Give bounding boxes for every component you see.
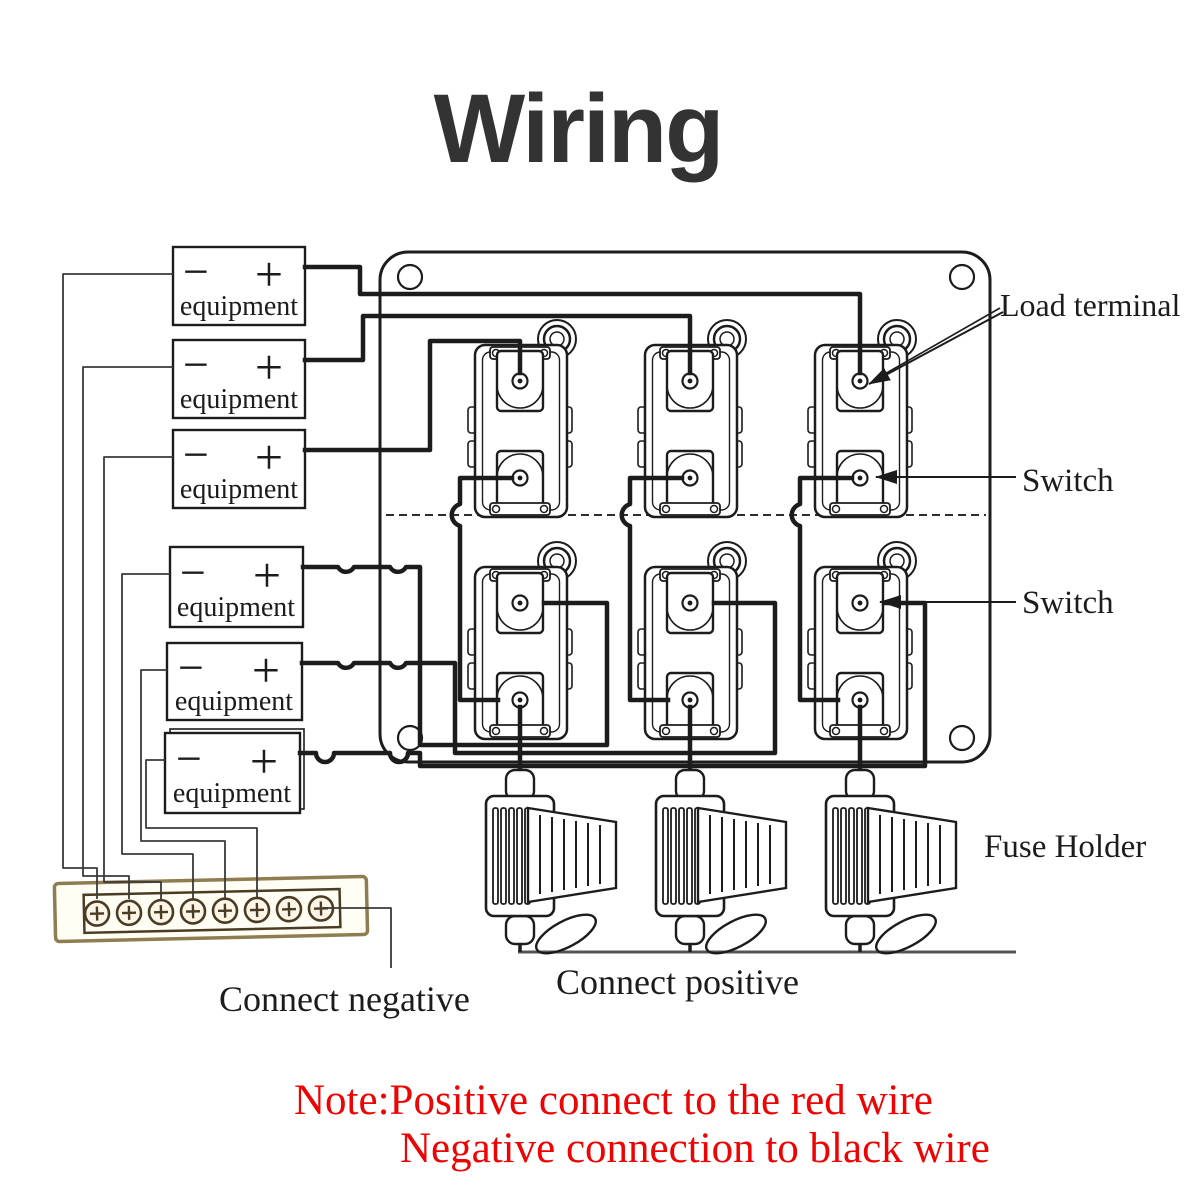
fuse-holder-label: Fuse Holder <box>984 829 1146 865</box>
wire-negative-5 <box>140 669 226 899</box>
minus-terminal-label: − <box>183 429 209 480</box>
equipment-box-outline <box>165 641 304 722</box>
switch-link-wires <box>449 475 863 773</box>
bus-screw-7 <box>275 895 303 923</box>
bus-screw-2 <box>115 899 143 927</box>
bus-screw-1 <box>83 900 111 928</box>
switch-upper-label: Switch <box>1022 463 1114 499</box>
equipment-label: equipment <box>180 384 298 415</box>
equipment-label: equipment <box>177 592 295 623</box>
load-terminal-leader <box>868 311 1004 385</box>
load-terminal-label: Load terminal <box>1000 287 1180 323</box>
wire-negative-4 <box>121 573 194 899</box>
leader-lines <box>323 307 1016 968</box>
page-title: Wiring <box>434 74 723 183</box>
equipment-label: equipment <box>175 686 293 717</box>
plus-terminal-label: + <box>252 642 280 698</box>
connect-negative-label: Connect negative <box>219 979 470 1019</box>
panel-mount-hole <box>948 263 976 291</box>
equipment-box-outline <box>171 338 307 420</box>
equipment-label: equipment <box>173 778 291 809</box>
equipment-box-outline <box>163 731 302 815</box>
panel-mount-hole <box>396 263 424 291</box>
plus-terminal-label: + <box>253 547 281 603</box>
minus-terminal-label: − <box>178 642 204 693</box>
bus-screw-5 <box>211 897 239 925</box>
wire-positive-6 <box>297 600 928 769</box>
wire-positive-5 <box>299 600 778 756</box>
equipment-label: equipment <box>180 291 298 322</box>
equipment-box-4: − + equipment <box>168 545 305 629</box>
equipment-box-6: − + equipment <box>163 728 305 815</box>
equipment-box-outline <box>171 245 307 327</box>
minus-terminal-label: − <box>180 547 206 598</box>
wire-positive-4 <box>300 564 610 748</box>
wire-positive-2 <box>302 313 693 376</box>
wire-positive-3 <box>302 338 523 453</box>
equipment-label: equipment <box>180 474 298 505</box>
fuse-holder-1 <box>484 768 618 963</box>
equipment-box-2: − + equipment <box>171 338 307 420</box>
equipment-box-5: − + equipment <box>165 641 304 722</box>
bus-screw-3 <box>147 898 175 926</box>
link-wire-column-2 <box>619 475 685 703</box>
equipment-box-3: − + equipment <box>171 428 307 510</box>
wire-negative-6 <box>145 759 258 899</box>
fuse-holder-3 <box>824 768 958 963</box>
note-line-2: Negative connection to black wire <box>400 1125 990 1172</box>
plus-terminal-label: + <box>255 429 283 485</box>
wire-positive-1 <box>302 264 863 376</box>
fuse-holder-2 <box>654 768 788 963</box>
plus-terminal-label: + <box>255 246 283 302</box>
minus-terminal-label: − <box>176 733 202 784</box>
equipment-box-outline <box>171 428 307 510</box>
bus-screw-4 <box>179 897 207 925</box>
equipment-box-outline <box>168 545 305 629</box>
connect-negative-leader <box>323 907 392 968</box>
wire-negative-1 <box>62 273 173 899</box>
minus-terminal-label: − <box>183 339 209 390</box>
bus-screw-6 <box>243 896 271 924</box>
link-wire-column-1 <box>449 475 515 703</box>
equipment-box-1: − + equipment <box>171 245 307 327</box>
wire-negative-3 <box>103 456 173 899</box>
connect-positive-label: Connect positive <box>556 962 799 1002</box>
panel-mount-hole <box>948 724 976 752</box>
link-wire-column-3 <box>789 475 855 703</box>
negative-wires <box>62 273 258 899</box>
positive-wires <box>297 264 928 769</box>
plus-terminal-label: + <box>250 733 278 789</box>
load-terminal-leader-outer <box>875 307 1001 380</box>
panel-outline <box>378 250 992 764</box>
switch-lower-label: Switch <box>1022 585 1114 621</box>
wire-negative-2 <box>82 366 173 899</box>
minus-terminal-label: − <box>183 246 209 297</box>
plus-terminal-label: + <box>255 339 283 395</box>
terminal-dots <box>517 378 863 703</box>
note-line-1: Note:Positive connect to the red wire <box>294 1077 933 1124</box>
